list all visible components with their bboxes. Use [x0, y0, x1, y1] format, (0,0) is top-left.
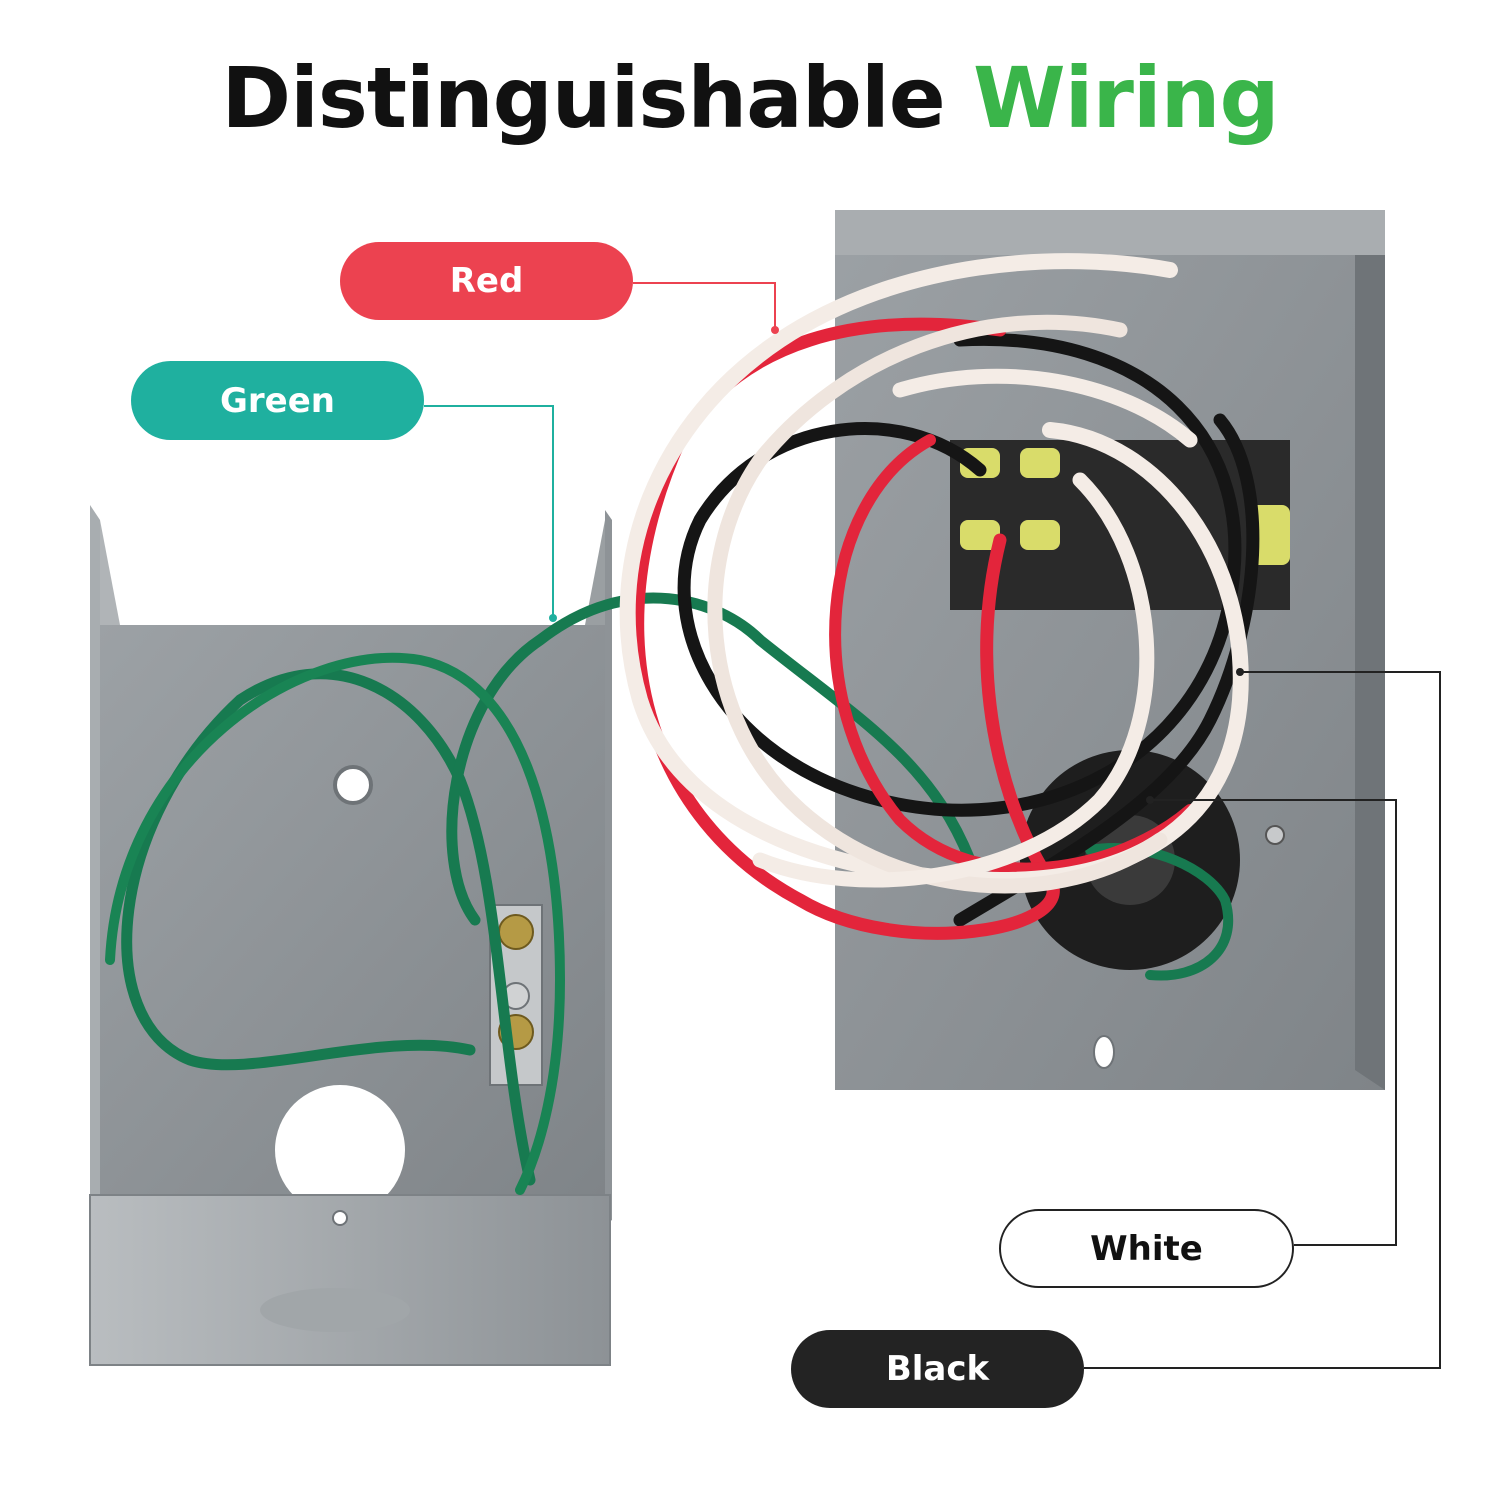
title-accent: Wiring [973, 49, 1280, 147]
callout-lines [424, 282, 1441, 1369]
wire-bundle [105, 253, 1260, 1195]
red-wire-label: Red [340, 242, 633, 320]
white-wire-label: White [999, 1209, 1294, 1288]
black-wire-label: Black [791, 1330, 1084, 1408]
title-main: Distinguishable [221, 49, 945, 147]
green-wire-label: Green [131, 361, 424, 440]
page-title: Distinguishable Wiring [0, 48, 1500, 148]
left-enclosure [89, 505, 612, 1366]
